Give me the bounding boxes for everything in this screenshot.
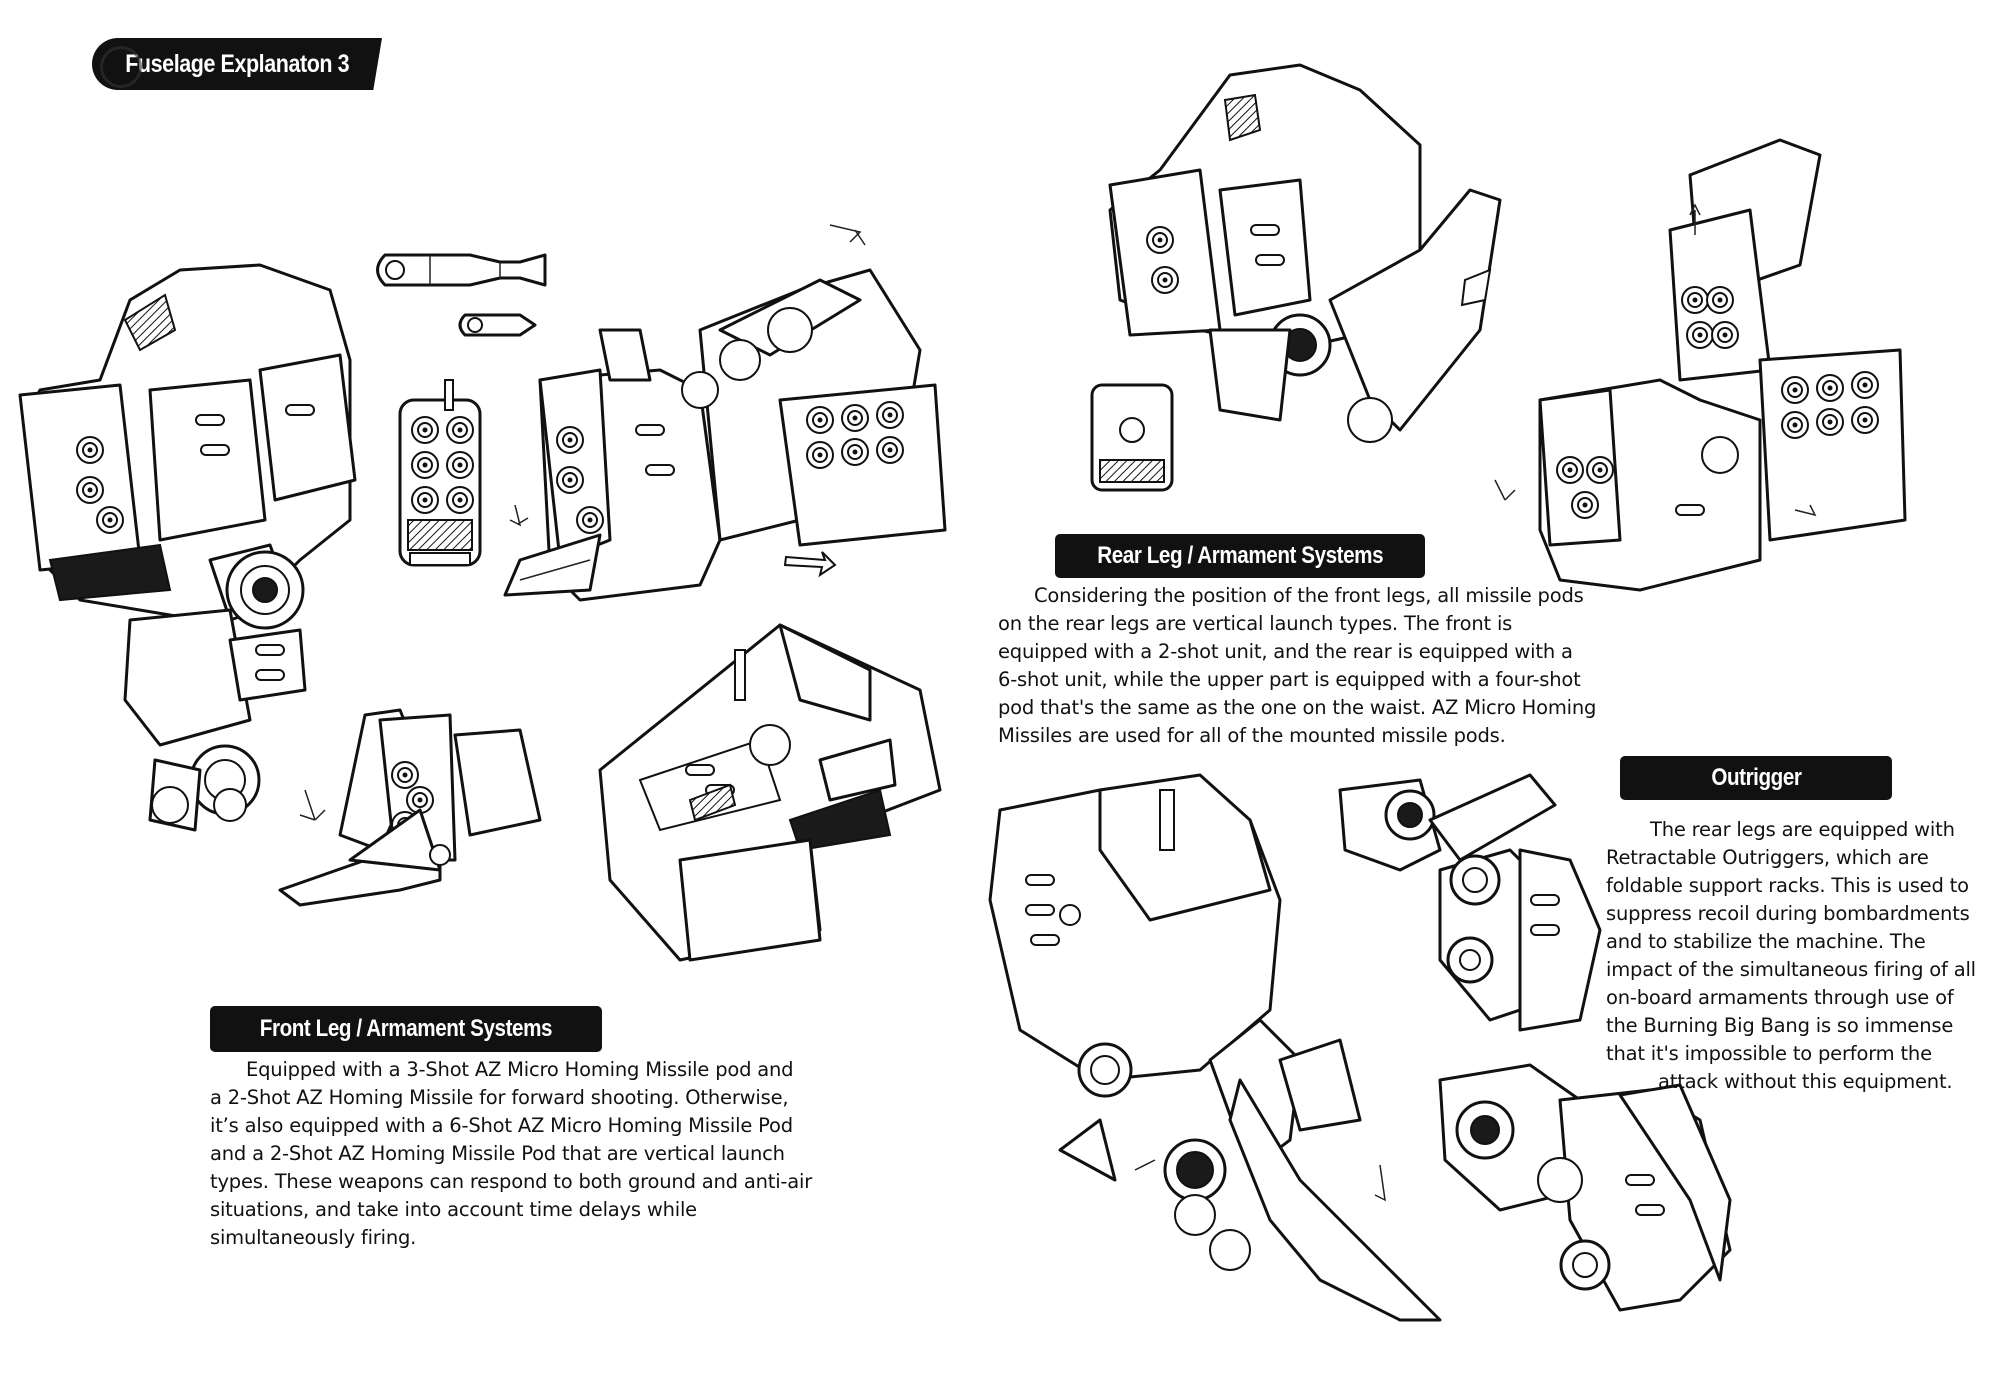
text-line: situations, and take into account time d… [210,1198,697,1221]
text-line: suppress recoil during bombardments [1606,902,1970,925]
front-leg-opened-drawing [503,224,947,602]
outrigger-side-drawing [1338,773,1602,1032]
text-line: and a 2-Shot AZ Homing Missile Pod that … [210,1142,785,1165]
outrigger-heading: Outrigger [1620,756,1892,800]
text-line: types. These weapons can respond to both… [210,1170,813,1193]
text-line: simultaneously firing. [210,1226,417,1249]
rear-leg-heading-text: Rear Leg / Armament Systems [1097,542,1383,569]
outrigger-description: The rear legs are equipped with Retracta… [1606,816,1998,1096]
text-line: a 2-Shot AZ Homing Missile for forward s… [210,1086,789,1109]
text-line: the Burning Big Bang is so immense [1606,1014,1954,1037]
text-line: Considering the position of the front le… [1034,584,1584,607]
text-line: Missiles are used for all of the mounted… [998,724,1506,747]
homing-missile-drawing [376,253,547,337]
text-line: and to stabilize the machine. The [1606,930,1926,953]
foot-opened-drawing [278,708,542,907]
rear-leg-description: Considering the position of the front le… [998,582,1618,750]
text-line: equipped with a 2-shot unit, and the rea… [998,640,1573,663]
rear-leg-heading: Rear Leg / Armament Systems [1055,534,1425,578]
text-line: impact of the simultaneous firing of all [1606,958,1976,981]
text-line: on the rear legs are vertical launch typ… [998,612,1513,635]
front-leg-top-drawing [598,623,942,962]
text-line: on-board armaments through use of [1606,986,1954,1009]
text-line: that it's impossible to perform the [1606,1042,1932,1065]
front-leg-heading-text: Front Leg / Armament Systems [259,1015,553,1042]
text-line: Equipped with a 3-Shot AZ Micro Homing M… [246,1058,794,1081]
text-line: pod that's the same as the one on the wa… [998,696,1597,719]
page-tag: Fuselage Explanaton 3 [92,38,382,90]
front-leg-assembled-drawing [18,263,357,832]
page-tag-label: Fuselage Explanaton 3 [125,49,349,78]
rear-leg-opened-drawing [1494,138,1907,592]
rear-leg-pod-drawing [1090,383,1174,492]
missile-pod-front-drawing [398,379,482,567]
text-line: The rear legs are equipped with [1650,818,1955,841]
text-line: 6-shot unit, while the upper part is equ… [998,668,1581,691]
outrigger-folded-drawing [1438,1063,1732,1312]
text-line: attack without this equipment. [1658,1070,1953,1093]
text-line: Retractable Outriggers, which are [1606,846,1929,869]
text-line: it’s also equipped with a 6-Shot AZ Micr… [210,1114,793,1137]
front-leg-description: Equipped with a 3-Shot AZ Micro Homing M… [210,1056,830,1252]
front-leg-heading: Front Leg / Armament Systems [210,1006,602,1052]
rear-leg-assembled-drawing [1108,63,1502,443]
outrigger-deployed-drawing [988,773,1442,1322]
text-line: foldable support racks. This is used to [1606,874,1969,897]
outrigger-heading-text: Outrigger [1710,764,1802,791]
